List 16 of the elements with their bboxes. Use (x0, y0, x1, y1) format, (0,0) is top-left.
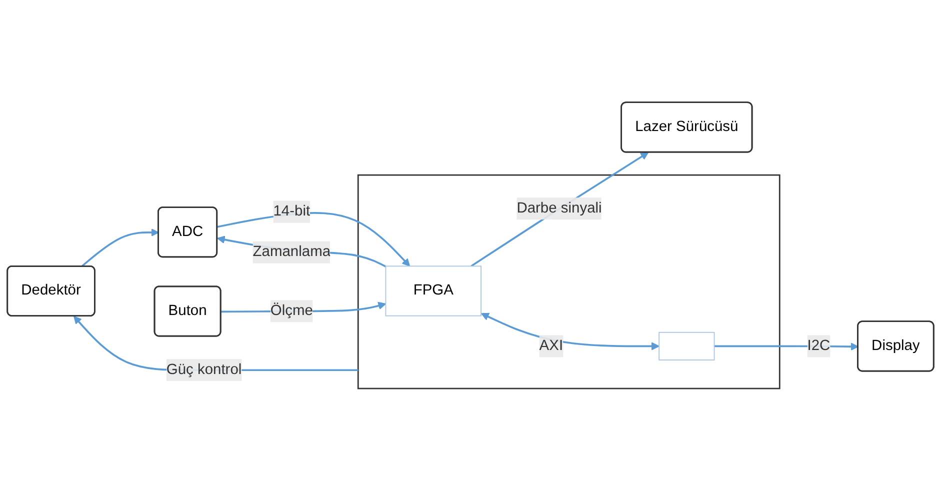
node-box (658, 332, 715, 360)
arrow (480, 312, 660, 350)
arrow (217, 212, 410, 266)
edge-label: Güç kontrol (166, 361, 242, 378)
cluster (357, 174, 780, 389)
arrow (80, 228, 160, 267)
edge-label: AXI (539, 337, 564, 354)
edge-label: Ölçme (270, 302, 313, 318)
edge-label: Zamanlama (252, 244, 331, 260)
edge-label: Darbe sinyali (516, 200, 602, 216)
edge-label: 14-bit (273, 203, 310, 219)
arrow (714, 342, 859, 350)
arrow (470, 152, 649, 266)
arrow (216, 235, 386, 267)
edge-label: I2C (807, 337, 830, 354)
node-box: FPGA (385, 265, 482, 316)
